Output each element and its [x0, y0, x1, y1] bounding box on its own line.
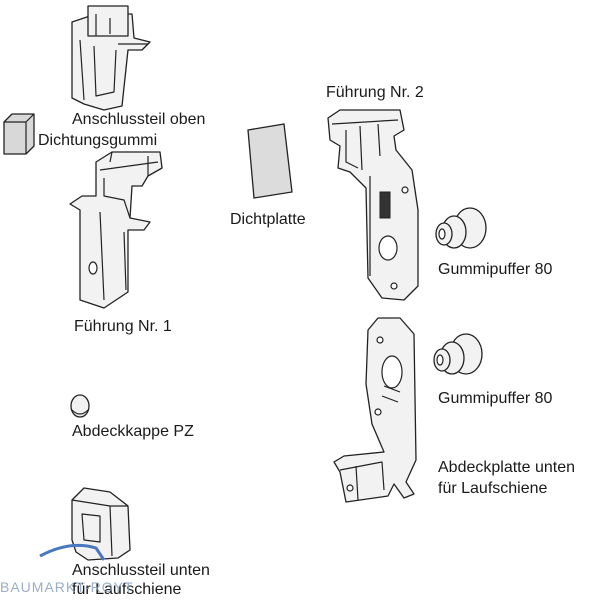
- label-fuehrung-nr-2: Führung Nr. 2: [326, 84, 424, 101]
- label-abdeckplatte-unten-line2: für Laufschiene: [438, 480, 548, 497]
- abdeckkappe-pz-drawing: [70, 394, 90, 418]
- label-dichtplatte: Dichtplatte: [230, 211, 306, 228]
- gummipuffer-80-a-drawing: [435, 207, 487, 249]
- anschlussteil-oben-drawing: [71, 5, 151, 111]
- label-anschlussteil-unten-line1: Anschlussteil unten: [72, 562, 210, 579]
- gummipuffer-80-b-drawing: [433, 333, 483, 375]
- label-gummipuffer-80-a: Gummipuffer 80: [438, 261, 553, 278]
- abdeckplatte-unten-drawing: [333, 317, 417, 503]
- dichtplatte-drawing: [247, 123, 293, 199]
- label-abdeckkappe-pz: Abdeckkappe PZ: [72, 423, 194, 440]
- dichtungsgummi-drawing: [3, 113, 35, 155]
- label-anschlussteil-unten-line2: für Laufschiene: [72, 581, 182, 598]
- label-fuehrung-nr-1: Führung Nr. 1: [74, 318, 172, 335]
- watermark: BAUMARKT-ROYT: [0, 579, 134, 595]
- fuehrung-nr-1-drawing: [69, 151, 163, 309]
- fuehrung-nr-2-drawing: [327, 109, 419, 301]
- label-dichtungsgummi: Dichtungsgummi: [38, 132, 158, 149]
- anschlussteil-unten-drawing: [39, 487, 131, 561]
- label-abdeckplatte-unten-line1: Abdeckplatte unten: [438, 459, 575, 476]
- label-anschlussteil-oben: Anschlussteil oben: [72, 111, 206, 128]
- label-gummipuffer-80-b: Gummipuffer 80: [438, 390, 553, 407]
